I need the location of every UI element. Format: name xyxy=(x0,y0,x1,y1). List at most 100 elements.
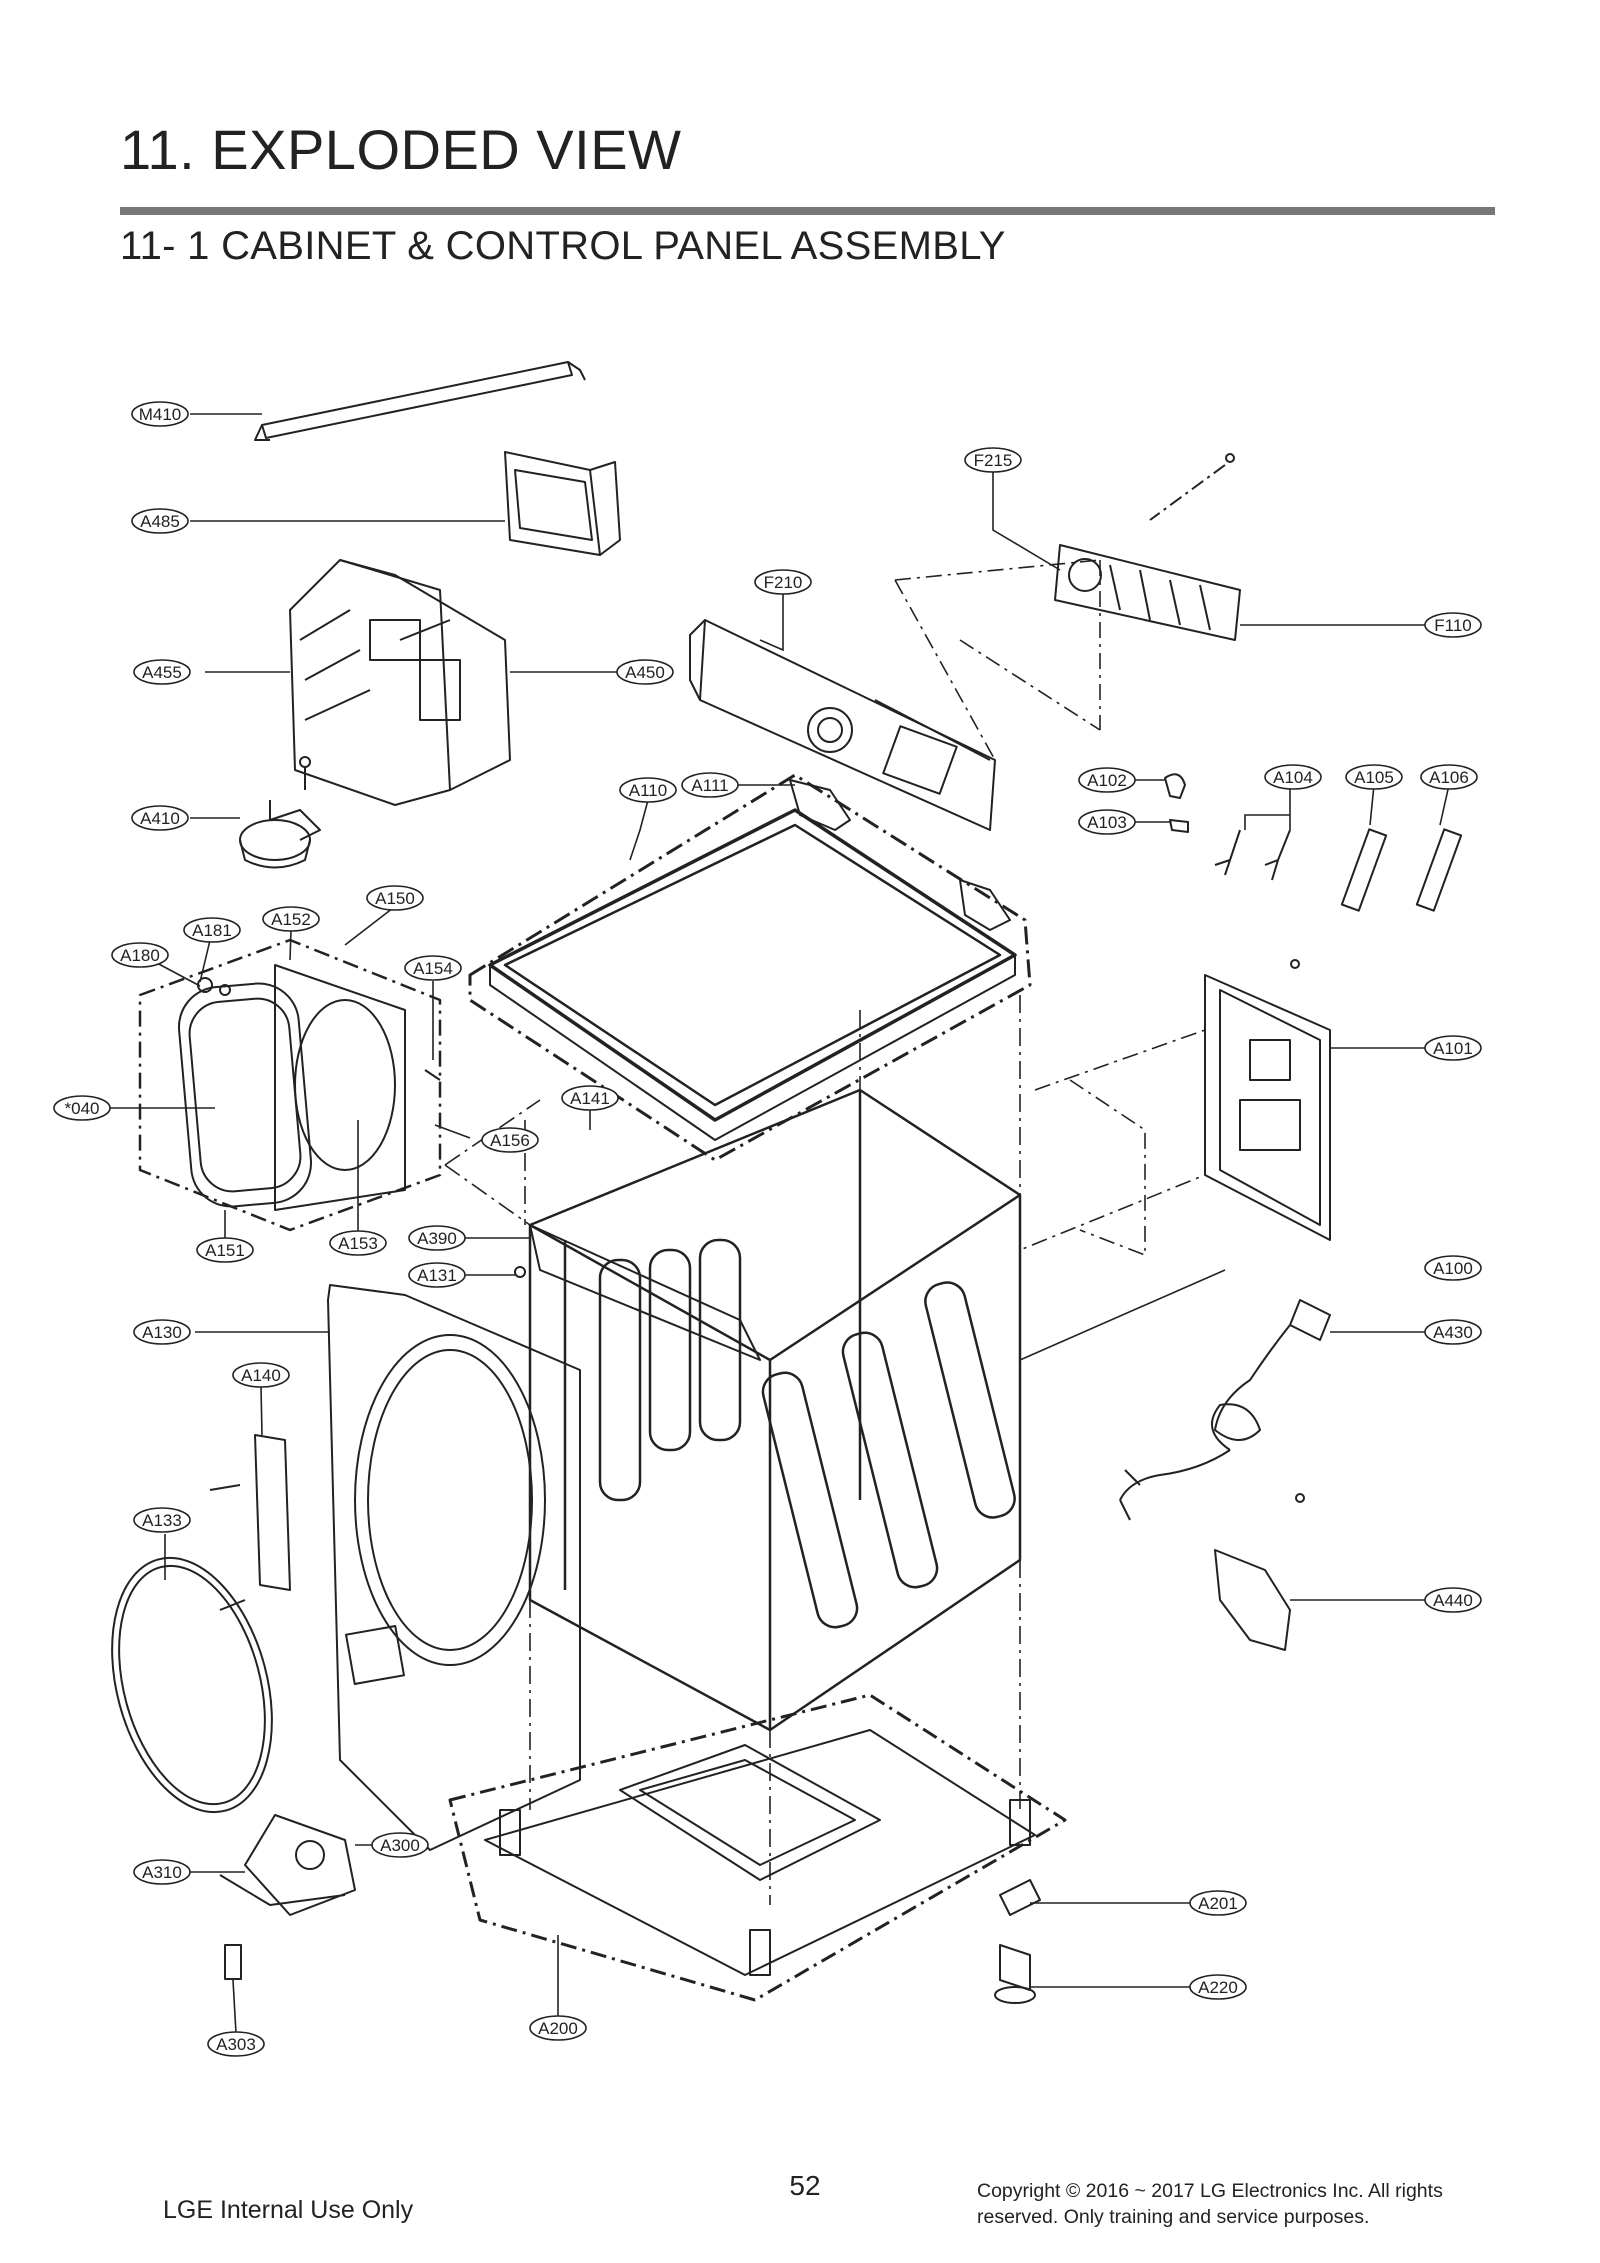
callout-a152: A152 xyxy=(262,906,320,932)
callout-a450: A450 xyxy=(616,659,674,685)
callout-a153: A153 xyxy=(329,1230,387,1256)
callout-f110: F110 xyxy=(1424,612,1482,638)
callout-a131: A131 xyxy=(408,1262,466,1288)
rear-guide-lines xyxy=(1019,1029,1206,1256)
top-bracket-part xyxy=(254,361,586,441)
callout-f215: F215 xyxy=(964,447,1022,473)
control-panel-part xyxy=(689,619,996,831)
callout-a133: A133 xyxy=(133,1507,191,1533)
svg-text:A485: A485 xyxy=(140,512,180,531)
page-title: 11. EXPLODED VIEW xyxy=(120,118,682,181)
callout-a110: A110 xyxy=(619,777,677,803)
small-fittings-part xyxy=(1164,773,1463,912)
footer-internal-notice: LGE Internal Use Only xyxy=(163,2196,414,2224)
callout-f210: F210 xyxy=(754,569,812,595)
callout-a130: A130 xyxy=(133,1319,191,1345)
callout-a140: A140 xyxy=(232,1362,290,1388)
callout-a201: A201 xyxy=(1189,1890,1247,1916)
svg-text:A220: A220 xyxy=(1198,1978,1238,1997)
callout-a151: A151 xyxy=(196,1237,254,1263)
pcb-assembly-part xyxy=(289,559,511,806)
callout-labels: M410 A485 A455 A450 A410 F215 F210 F110 … xyxy=(53,401,1482,2057)
svg-text:A390: A390 xyxy=(417,1229,457,1248)
svg-text:A200: A200 xyxy=(538,2019,578,2038)
callout-a310: A310 xyxy=(133,1859,191,1885)
door-group-part xyxy=(138,938,442,1232)
copyright-notice: Copyright © 2016 ~ 2017 LG Electronics I… xyxy=(977,2178,1497,2230)
callout-a440: A440 xyxy=(1424,1587,1482,1613)
cabinet-part xyxy=(528,1088,1022,1732)
svg-text:A110: A110 xyxy=(629,781,667,800)
svg-text:F110: F110 xyxy=(1434,616,1472,635)
svg-text:A303: A303 xyxy=(216,2035,256,2054)
svg-text:A180: A180 xyxy=(120,946,160,965)
callout-040: *040 xyxy=(53,1095,111,1121)
callout-a303: A303 xyxy=(207,2031,265,2057)
title-rule xyxy=(120,207,1495,215)
svg-text:A141: A141 xyxy=(570,1089,610,1108)
copyright-line-2: reserved. Only training and service purp… xyxy=(977,2206,1370,2228)
rear-panel-part xyxy=(1204,959,1331,1241)
callout-a105: A105 xyxy=(1345,764,1403,790)
svg-text:A153: A153 xyxy=(338,1234,378,1253)
svg-text:*040: *040 xyxy=(65,1099,100,1118)
svg-text:A151: A151 xyxy=(205,1241,245,1260)
callout-a430: A430 xyxy=(1424,1319,1482,1345)
svg-text:F215: F215 xyxy=(974,451,1013,470)
callout-a390: A390 xyxy=(408,1225,466,1251)
svg-text:A154: A154 xyxy=(413,959,453,978)
svg-text:A101: A101 xyxy=(1433,1039,1473,1058)
svg-text:A131: A131 xyxy=(417,1266,457,1285)
callout-a141: A141 xyxy=(561,1085,619,1111)
callout-a103: A103 xyxy=(1078,809,1136,835)
door-hinge-part xyxy=(209,1434,291,1611)
callout-a300: A300 xyxy=(371,1832,429,1858)
callout-a181: A181 xyxy=(183,917,241,943)
svg-text:A201: A201 xyxy=(1198,1894,1238,1913)
callout-m410: M410 xyxy=(131,401,189,427)
svg-text:A104: A104 xyxy=(1273,768,1313,787)
svg-text:A181: A181 xyxy=(192,921,232,940)
callout-a104: A104 xyxy=(1264,764,1322,790)
svg-text:A150: A150 xyxy=(375,889,415,908)
base-frame-part xyxy=(448,1693,1067,2002)
svg-text:A410: A410 xyxy=(140,809,180,828)
display-pcb-part xyxy=(1054,453,1241,641)
svg-text:A152: A152 xyxy=(271,910,311,929)
svg-text:A300: A300 xyxy=(380,1836,420,1855)
front-frame-part xyxy=(514,1224,761,1361)
copyright-line-1: Copyright © 2016 ~ 2017 LG Electronics I… xyxy=(977,2180,1443,2202)
module-cover-part xyxy=(504,451,621,556)
svg-text:A103: A103 xyxy=(1087,813,1127,832)
callout-a485: A485 xyxy=(131,508,189,534)
page-number: 52 xyxy=(789,2170,821,2201)
callout-a102: A102 xyxy=(1078,767,1136,793)
svg-text:A140: A140 xyxy=(241,1366,281,1385)
callout-a106: A106 xyxy=(1420,764,1478,790)
svg-text:A105: A105 xyxy=(1354,768,1394,787)
callout-a410: A410 xyxy=(131,805,189,831)
drain-plug-part xyxy=(224,1944,242,1980)
exploded-view-diagram: M410 A485 A455 A450 A410 F215 F210 F110 … xyxy=(53,361,1482,2057)
callout-a200: A200 xyxy=(529,2015,587,2041)
top-plate-clips-part xyxy=(789,779,1011,931)
filter-door-part xyxy=(219,1814,356,1916)
callout-a154: A154 xyxy=(404,955,462,981)
svg-text:A133: A133 xyxy=(142,1511,182,1530)
svg-text:A455: A455 xyxy=(142,663,182,682)
svg-text:A156: A156 xyxy=(490,1131,530,1150)
callout-a180: A180 xyxy=(111,942,169,968)
door-gasket-ring-part xyxy=(111,1556,273,1814)
svg-text:A430: A430 xyxy=(1433,1323,1473,1342)
callout-a156: A156 xyxy=(481,1127,539,1153)
leveling-foot-part xyxy=(994,1879,1041,2004)
panel-guide-lines xyxy=(894,559,1101,761)
svg-text:A100: A100 xyxy=(1433,1259,1473,1278)
callout-a100: A100 xyxy=(1424,1255,1482,1281)
svg-text:A102: A102 xyxy=(1087,771,1127,790)
svg-text:A106: A106 xyxy=(1429,768,1469,787)
callout-a455: A455 xyxy=(133,659,191,685)
callout-a111: A111 xyxy=(681,772,739,798)
svg-text:A450: A450 xyxy=(625,663,665,682)
callout-a150: A150 xyxy=(366,885,424,911)
